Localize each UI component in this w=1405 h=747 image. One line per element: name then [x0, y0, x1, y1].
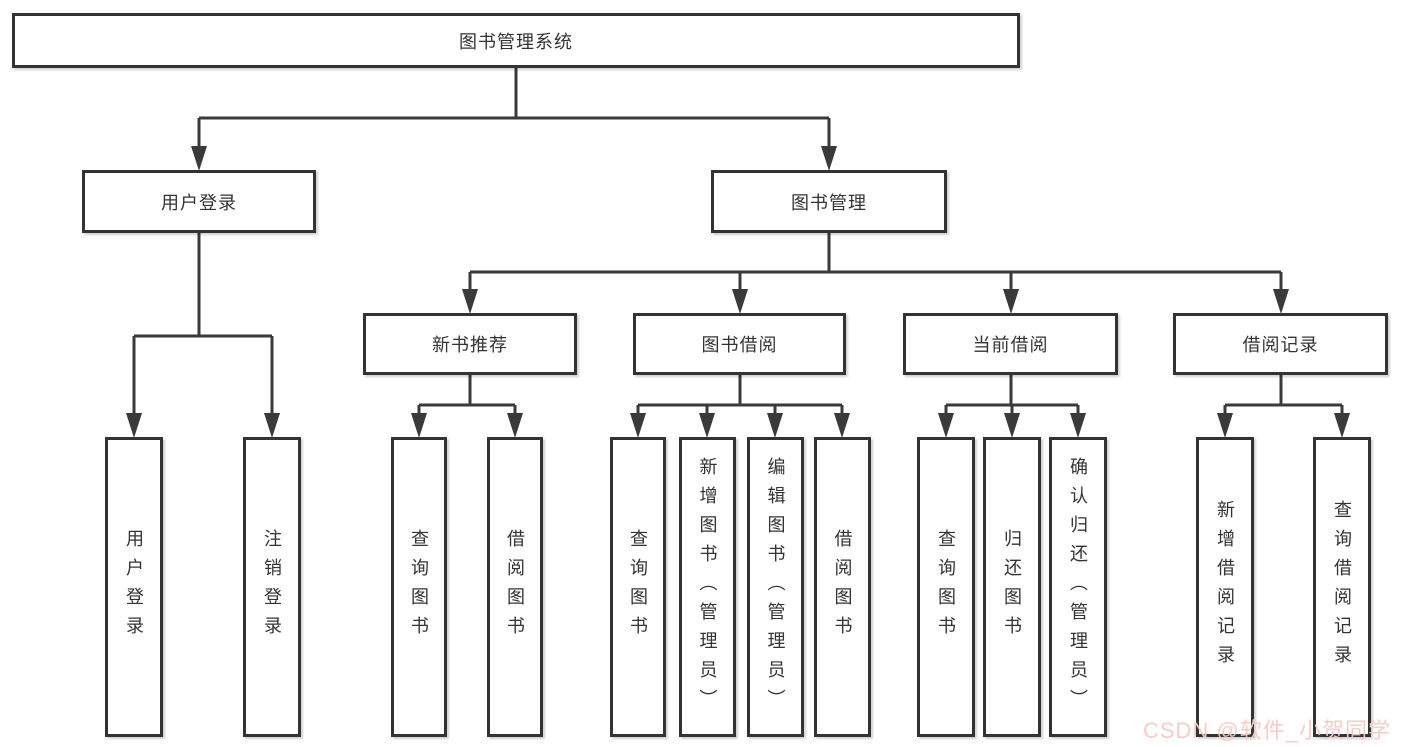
node-label: 查询图书 — [409, 529, 429, 645]
leaf-return-books: 归还图书 — [983, 437, 1041, 737]
leaf-add-book-admin: 新增图书（管理员） — [679, 437, 736, 737]
node-new-book-recommend: 新书推荐 — [363, 313, 577, 375]
node-label: 确认归还（管理员） — [1068, 456, 1088, 718]
node-label: 图书借阅 — [701, 335, 778, 355]
node-current-borrowing: 当前借阅 — [903, 313, 1118, 375]
leaf-borrow-books-2: 借阅图书 — [814, 437, 871, 737]
node-label: 查询借阅记录 — [1332, 500, 1352, 674]
node-library-management-system: 图书管理系统 — [12, 13, 1020, 68]
node-borrowing-records: 借阅记录 — [1173, 313, 1388, 375]
node-label: 图书管理系统 — [459, 31, 573, 52]
leaf-query-books-1: 查询图书 — [391, 437, 447, 737]
leaf-user-login: 用户登录 — [105, 437, 163, 737]
leaf-query-borrow-record: 查询借阅记录 — [1313, 437, 1371, 737]
node-label: 编辑图书（管理员） — [765, 456, 786, 718]
node-book-borrowing: 图书借阅 — [633, 313, 846, 375]
node-label: 新书推荐 — [432, 335, 508, 355]
node-label: 借阅图书 — [832, 529, 853, 645]
node-user-login: 用户登录 — [82, 170, 316, 233]
node-label: 用户登录 — [161, 192, 237, 213]
node-label: 用户登录 — [124, 529, 144, 645]
leaf-borrow-books-1: 借阅图书 — [487, 437, 543, 737]
leaf-add-borrow-record: 新增借阅记录 — [1196, 437, 1254, 737]
leaf-confirm-return-admin: 确认归还（管理员） — [1049, 437, 1107, 737]
node-book-management: 图书管理 — [711, 170, 947, 233]
node-label: 查询图书 — [936, 529, 956, 645]
leaf-query-books-3: 查询图书 — [917, 437, 975, 737]
node-label: 借阅记录 — [1242, 335, 1319, 355]
node-label: 查询图书 — [628, 529, 648, 645]
node-label: 新增图书（管理员） — [697, 456, 718, 718]
node-label: 借阅图书 — [505, 529, 525, 645]
leaf-logout: 注销登录 — [243, 437, 301, 737]
node-label: 图书管理 — [791, 192, 867, 213]
node-label: 新增借阅记录 — [1215, 500, 1235, 674]
leaf-edit-book-admin: 编辑图书（管理员） — [747, 437, 804, 737]
node-label: 归还图书 — [1002, 529, 1022, 645]
leaf-query-books-2: 查询图书 — [610, 437, 666, 737]
node-label: 当前借阅 — [972, 335, 1049, 355]
node-label: 注销登录 — [262, 529, 282, 645]
